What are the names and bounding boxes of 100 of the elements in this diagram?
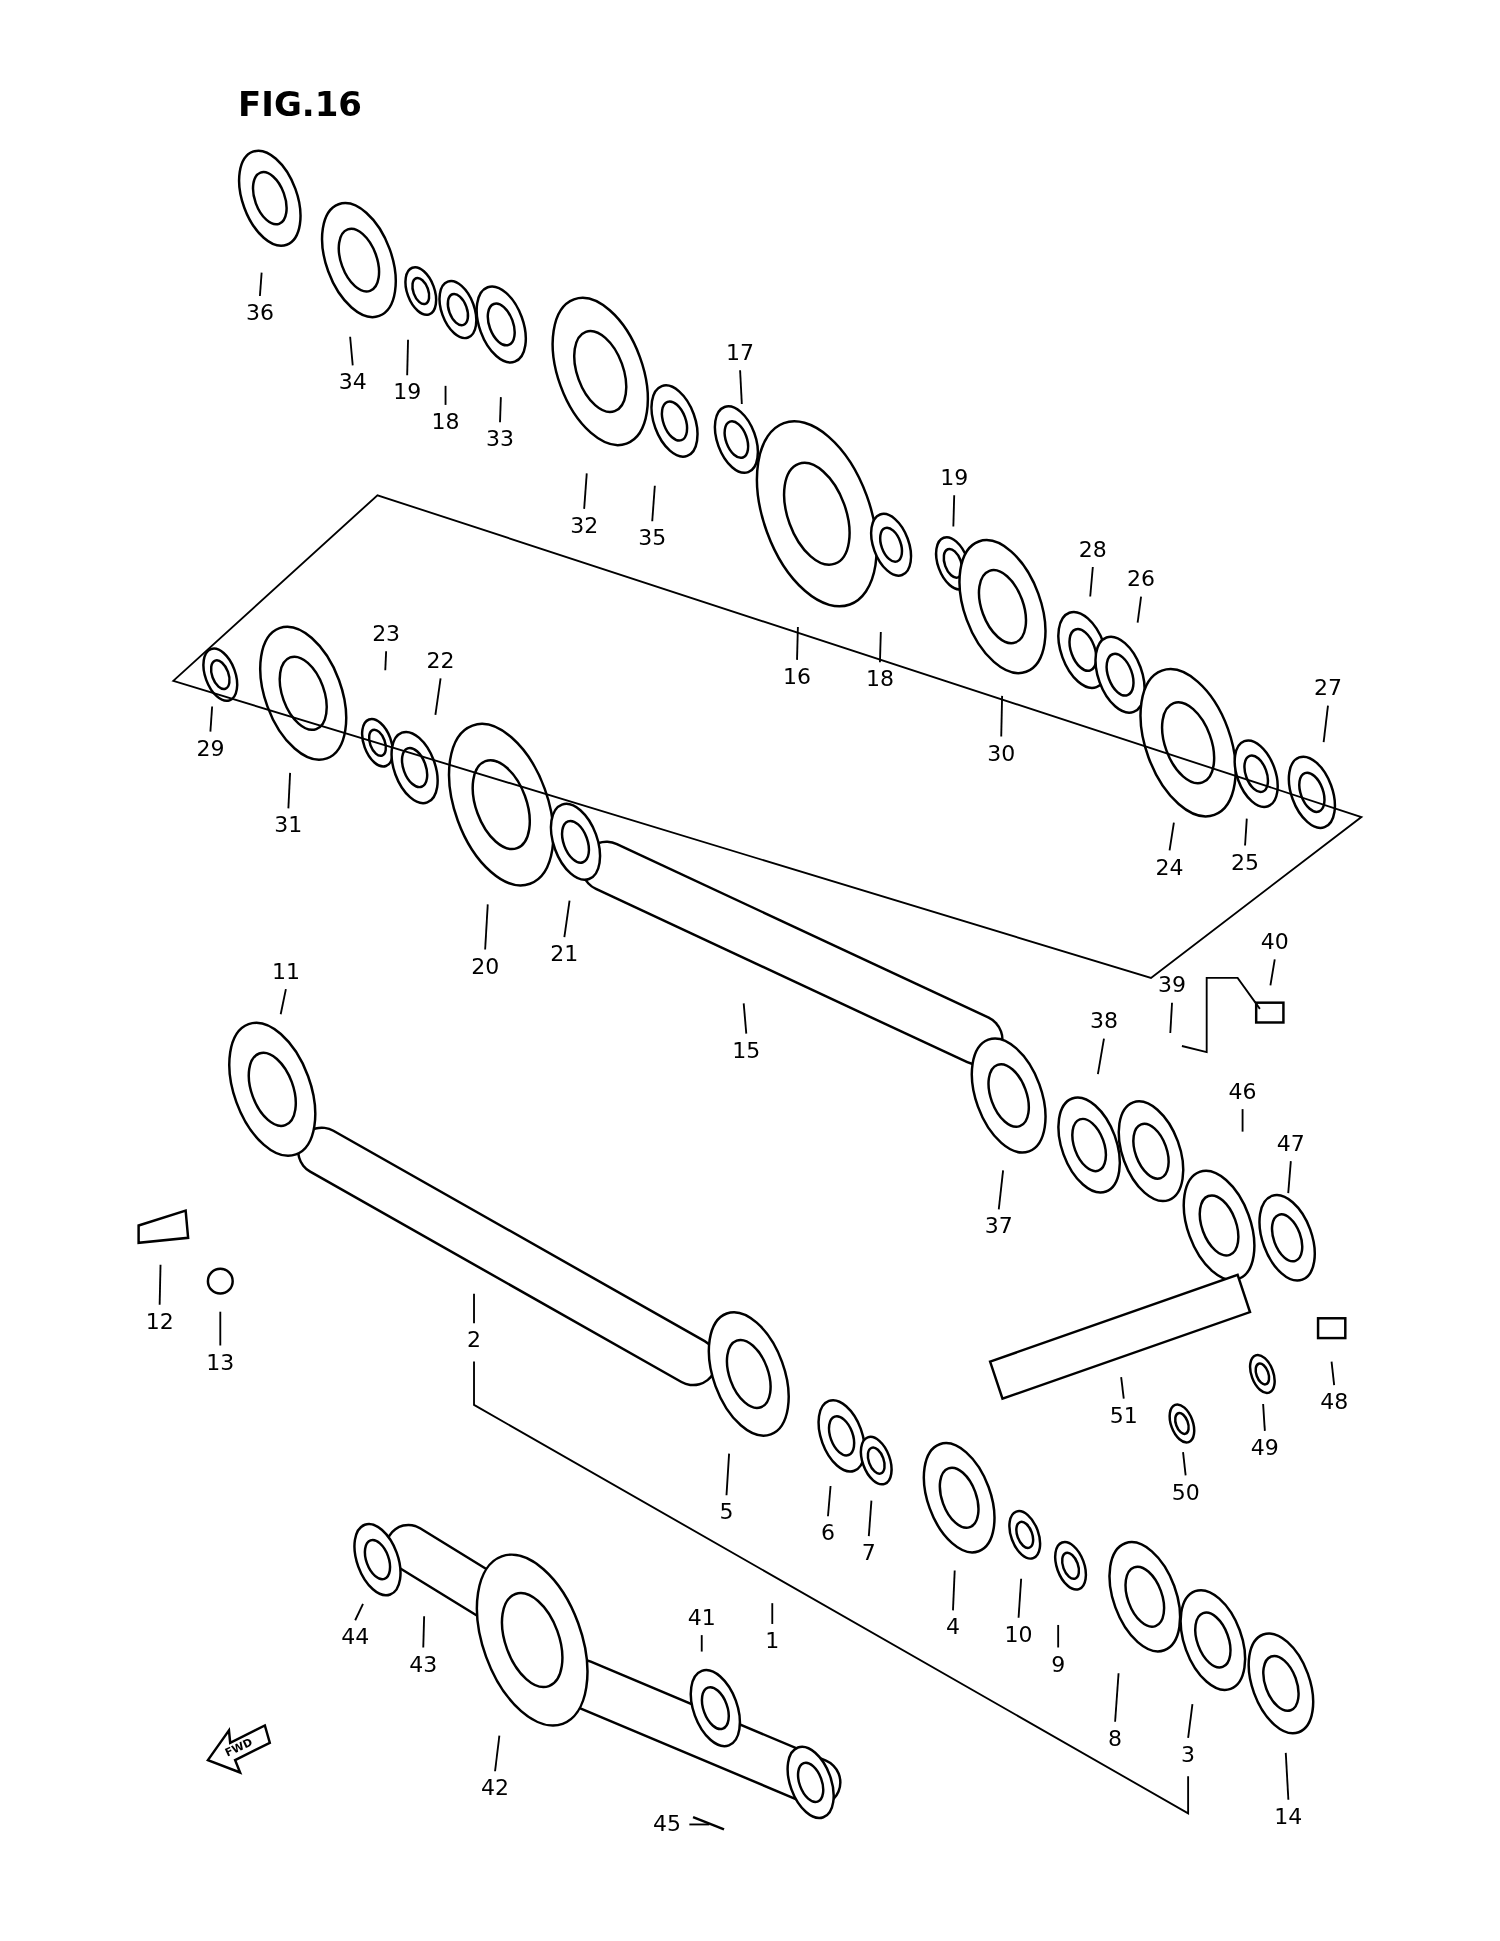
leader-line xyxy=(1057,1624,1060,1649)
callout-number: 2 xyxy=(467,1328,481,1353)
callout-number: 11 xyxy=(271,959,300,984)
callout-number: 30 xyxy=(987,741,1016,766)
callout-number: 18 xyxy=(431,410,460,434)
callout-number: 19 xyxy=(393,380,422,405)
leader-line xyxy=(1114,1672,1120,1723)
callout-number: 6 xyxy=(820,1521,835,1546)
callout-number: 25 xyxy=(1231,850,1260,875)
leader-line xyxy=(209,705,214,733)
callout-number: 12 xyxy=(145,1309,174,1334)
callout-number: 8 xyxy=(1108,1726,1123,1751)
leader-line xyxy=(867,1499,873,1537)
callout-number: 40 xyxy=(1260,929,1289,954)
callout-number: 37 xyxy=(984,1214,1013,1239)
leader-line xyxy=(494,1734,501,1773)
leader-line xyxy=(1284,1752,1290,1801)
leader-line xyxy=(700,1634,703,1653)
leader-line xyxy=(1322,704,1329,743)
callout-number: 27 xyxy=(1313,676,1342,701)
leader-line xyxy=(1017,1577,1023,1619)
callout-number: 29 xyxy=(196,736,225,761)
leader-line xyxy=(1120,1376,1125,1400)
callout-number: 13 xyxy=(206,1350,235,1375)
callout-number: 14 xyxy=(1274,1804,1303,1829)
callout-number: 38 xyxy=(1089,1009,1118,1034)
callout-number: 49 xyxy=(1250,1436,1279,1460)
arrow-label: FWD xyxy=(221,1734,256,1762)
leader-line xyxy=(583,472,588,510)
callout-number: 23 xyxy=(372,621,401,646)
callout-number: 9 xyxy=(1051,1652,1066,1677)
leader-line xyxy=(287,771,292,810)
leader-line xyxy=(563,899,571,938)
leader-line xyxy=(384,650,388,672)
callout-number: 39 xyxy=(1158,973,1186,998)
callout-number: 33 xyxy=(486,427,514,452)
callout-number: 24 xyxy=(1155,855,1184,880)
leader-line xyxy=(258,271,263,297)
callout-number: 17 xyxy=(726,340,755,365)
callout-number: 1 xyxy=(765,1629,780,1654)
callout-number: 22 xyxy=(426,648,455,673)
leader-line xyxy=(1169,1001,1173,1034)
leader-line xyxy=(739,369,743,405)
callout-number: 28 xyxy=(1078,537,1107,562)
callout-number: 48 xyxy=(1320,1390,1349,1415)
leader-line xyxy=(952,1569,956,1612)
callout-number: 10 xyxy=(1004,1622,1033,1647)
callout-number: 43 xyxy=(409,1652,438,1677)
leader-line xyxy=(688,1823,711,1826)
leader-line xyxy=(499,396,502,424)
callout-number: 34 xyxy=(338,370,367,395)
leader-line xyxy=(651,484,656,523)
leader-line xyxy=(771,1602,774,1625)
leader-line xyxy=(1000,694,1004,738)
callout-number: 20 xyxy=(471,954,500,979)
leader-line xyxy=(484,903,489,951)
figure-title: FIG.16 xyxy=(238,84,362,124)
leader-line xyxy=(879,631,882,664)
callout-number: 26 xyxy=(1127,567,1156,592)
callout-number: 18 xyxy=(865,667,894,692)
callout-number: 50 xyxy=(1171,1480,1200,1505)
leader-line xyxy=(997,1169,1004,1211)
callout-number: 7 xyxy=(861,1541,876,1566)
leader-line xyxy=(1330,1360,1336,1387)
callout-number: 3 xyxy=(1181,1742,1196,1767)
leader-line xyxy=(1269,958,1276,987)
callout-number: 41 xyxy=(687,1605,716,1630)
leader-line xyxy=(1187,1703,1194,1739)
leader-line xyxy=(279,988,287,1016)
callout-number: 45 xyxy=(653,1812,682,1837)
leader-line xyxy=(1241,1108,1244,1133)
leader-line xyxy=(1089,566,1094,598)
callout-number: 21 xyxy=(550,942,579,967)
callout-number: 4 xyxy=(945,1615,960,1640)
leader-line xyxy=(1262,1403,1266,1432)
callout-number: 16 xyxy=(783,664,811,689)
leader-line xyxy=(1168,821,1175,852)
leader-line xyxy=(1096,1037,1105,1075)
callout-number: 19 xyxy=(940,465,969,490)
callout-number: 5 xyxy=(719,1500,734,1525)
callout-number: 47 xyxy=(1276,1131,1305,1156)
callout-number: 35 xyxy=(638,526,667,551)
leader-line xyxy=(742,1002,748,1035)
callout-number: 32 xyxy=(570,514,599,538)
leader-line xyxy=(354,1602,364,1622)
callout-number: 36 xyxy=(245,301,274,326)
leader-line xyxy=(796,626,799,661)
callout-number: 51 xyxy=(1109,1403,1138,1428)
leader-line xyxy=(406,338,409,377)
leader-line xyxy=(444,384,447,406)
leader-line xyxy=(1182,1451,1187,1477)
leader-line xyxy=(473,1292,475,1325)
callout-number: 46 xyxy=(1228,1079,1257,1104)
leader-line xyxy=(219,1310,222,1347)
callout-number: 42 xyxy=(481,1776,510,1801)
callout-number: 31 xyxy=(274,813,303,838)
callout-number: 44 xyxy=(341,1625,370,1650)
leader-line xyxy=(434,677,442,716)
leader-line xyxy=(349,335,354,367)
leader-line xyxy=(725,1452,730,1497)
